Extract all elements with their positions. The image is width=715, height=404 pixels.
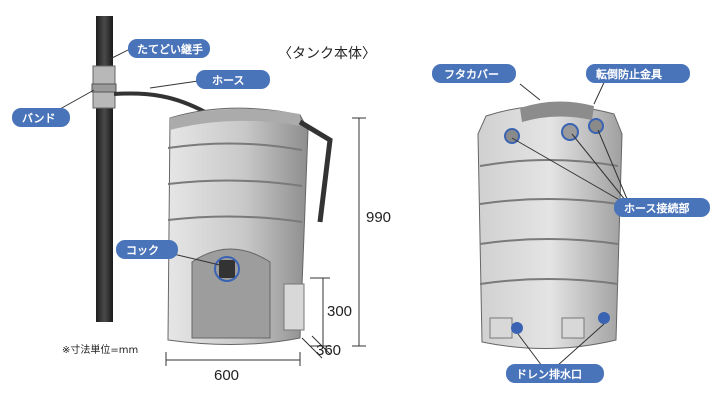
hose-connector-right [588,118,604,134]
label-band: バンド [12,108,70,127]
units-note: ※寸法単位=mm [62,343,138,356]
dim-lower-height: 300 [327,303,352,320]
svg-text:転倒防止金具: 転倒防止金具 [596,67,662,81]
hose-connector-center [561,123,579,141]
tank-side-view [167,107,333,346]
dim-height: 990 [366,209,391,226]
label-futa-cover: フタカバー [432,64,516,83]
dim-width: 600 [214,367,239,384]
svg-text:たてどい継手: たてどい継手 [137,42,203,56]
svg-text:ホース接続部: ホース接続部 [624,201,689,215]
tank-title: 〈タンク本体〉 [278,46,376,62]
cock [219,260,235,278]
svg-text:バンド: バンド [22,112,56,125]
downpipe [96,16,113,322]
drain-left [511,322,523,334]
label-cock: コック [116,240,178,259]
lid-cover [520,101,594,122]
dimension-lines [165,117,366,366]
svg-text:ドレン排水口: ドレン排水口 [516,367,582,381]
hose-line [113,91,206,114]
label-tatedoi-tsugite: たてどい継手 [128,39,210,58]
svg-text:コック: コック [126,244,159,257]
pipe-band [91,83,117,93]
svg-text:ホース: ホース [212,74,244,87]
cock-ring [214,256,240,282]
dim-depth: 360 [316,342,341,359]
svg-text:フタカバー: フタカバー [444,68,499,81]
label-tentou-boushi: 転倒防止金具 [586,64,690,83]
label-hose: ホース [196,70,270,89]
label-hose-setsuzokubu: ホース接続部 [614,198,710,217]
drain-right [598,312,610,324]
tank-front-view [477,101,623,349]
label-drain: ドレン排水口 [506,364,604,383]
